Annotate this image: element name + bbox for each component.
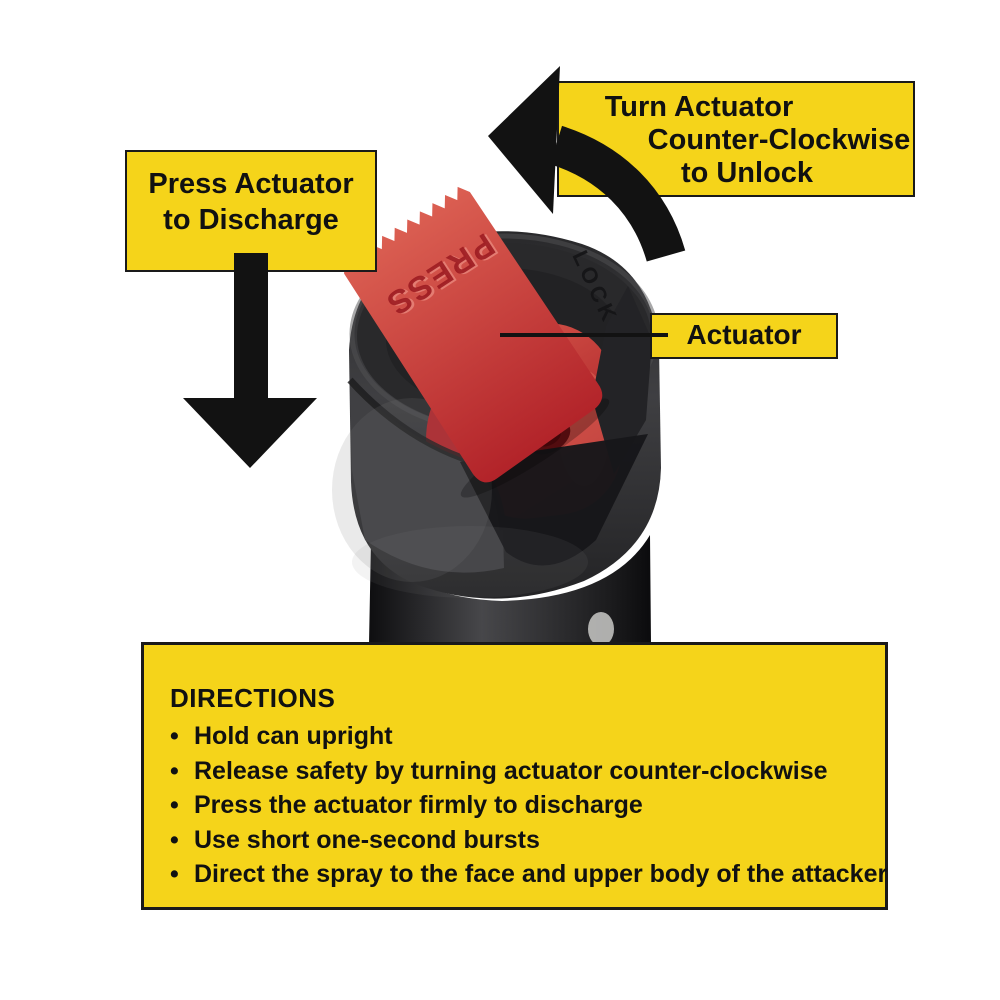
callout-press-actuator: Press Actuator to Discharge	[125, 150, 377, 272]
directions-item-text: Direct the spray to the face and upper b…	[194, 860, 888, 888]
bullet-icon: •	[170, 791, 179, 819]
actuator-press-tab: PRESS PRESS	[344, 186, 603, 483]
bullet-icon: •	[170, 722, 179, 750]
directions-item-text: Hold can upright	[194, 722, 393, 750]
canister-body	[369, 535, 651, 644]
directions-item-text: Release safety by turning actuator count…	[194, 756, 828, 785]
callout-turn-line2: Counter-Clockwise	[647, 124, 911, 156]
directions-item: • Direct the spray to the face and upper …	[170, 857, 887, 892]
callout-press-line2: to Discharge	[163, 204, 339, 236]
bullet-icon: •	[170, 860, 179, 888]
callout-actuator: Actuator	[650, 313, 838, 359]
curved-arrow-icon	[488, 66, 686, 262]
callout-turn-line1: Turn Actuator	[604, 91, 794, 123]
canister-body-highlight	[588, 612, 614, 646]
bullet-icon: •	[170, 825, 179, 854]
actuator-leader-line	[500, 333, 668, 337]
directions-item-text: Use short one-second bursts	[194, 825, 540, 854]
directions-item: • Hold can upright	[170, 719, 871, 754]
directions-panel: DIRECTIONS • Hold can upright • Release sa…	[141, 642, 888, 910]
callout-actuator-text: Actuator	[686, 319, 802, 350]
directions-item: • Press the actuator firmly to discharge	[170, 788, 871, 823]
callout-press-line1: Press Actuator	[148, 168, 354, 200]
directions-item-text: Press the actuator firmly to discharge	[194, 791, 643, 819]
cap-highlight-low	[352, 526, 588, 598]
down-arrow-icon	[183, 253, 317, 468]
callout-turn-line3: to Unlock	[680, 157, 814, 189]
directions-item: • Use short one-second bursts	[170, 823, 871, 858]
directions-item: • Release safety by turning actuator coun…	[170, 754, 871, 789]
directions-title: DIRECTIONS	[170, 683, 336, 713]
cap-highlight-left	[332, 398, 492, 582]
bullet-icon: •	[170, 756, 179, 785]
cap-front-wall	[350, 380, 504, 573]
